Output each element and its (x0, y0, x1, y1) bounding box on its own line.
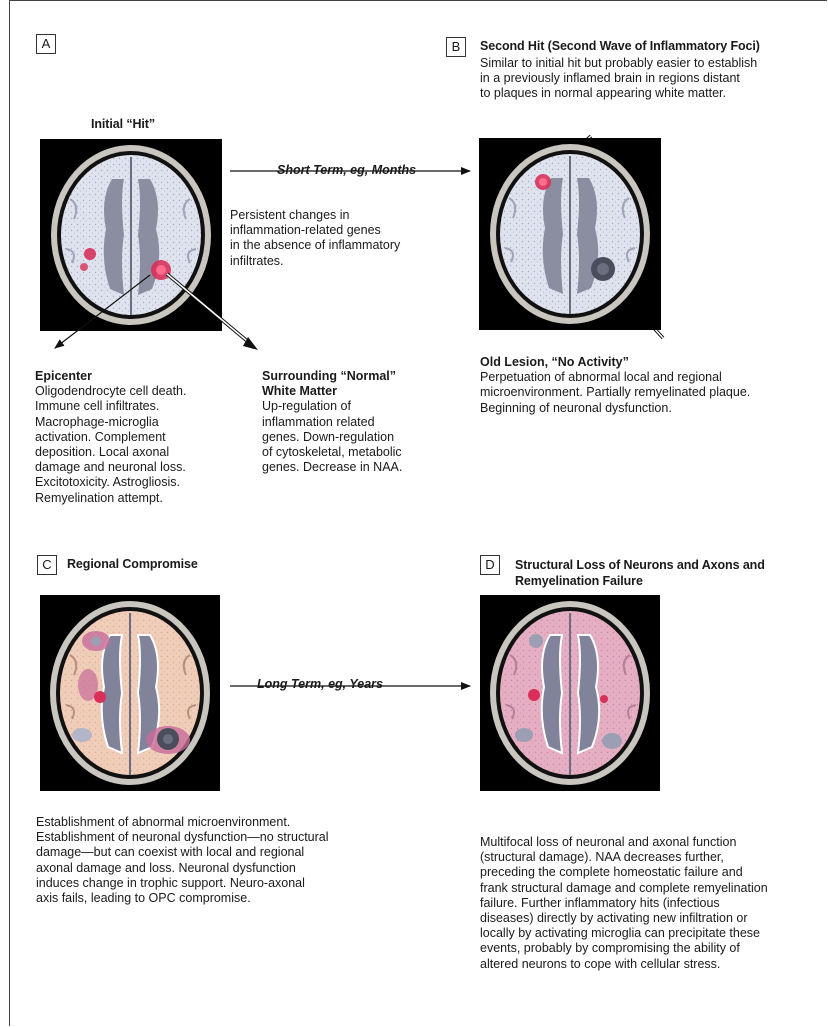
brain-image-structural-loss (480, 595, 660, 791)
panel-d-title: Structural Loss of Neurons and Axons and… (515, 557, 765, 589)
panel-b-description: Similar to initial hit but probably easi… (480, 56, 757, 102)
short-term-label: Short Term, eg, Months (277, 163, 416, 178)
old-lesion-text: Old Lesion, “No Activity” Perpetuation o… (480, 355, 750, 416)
panel-c-description: Establishment of abnormal microenvironme… (36, 815, 329, 906)
long-term-label: Long Term, eg, Years (257, 677, 383, 692)
panel-b-title: Second Hit (Second Wave of Inflammatory … (480, 39, 760, 53)
panel-b-letter: B (446, 37, 466, 57)
panel-c-title: Regional Compromise (67, 557, 198, 571)
arrow-epicenter (55, 275, 150, 348)
panel-c-letter: C (37, 555, 57, 575)
brain-image-second-hit (479, 138, 661, 330)
panel-d-description: Multifocal loss of neuronal and axonal f… (480, 835, 768, 972)
epicenter-text: Epicenter Oligodendrocyte cell death. Im… (35, 369, 186, 506)
surrounding-white-matter-text: Surrounding “Normal” White Matter Up-reg… (262, 369, 402, 475)
short-term-description: Persistent changes in inflammation-relat… (230, 208, 400, 269)
brain-image-regional-compromise (40, 595, 220, 791)
panel-d-letter: D (480, 555, 500, 575)
